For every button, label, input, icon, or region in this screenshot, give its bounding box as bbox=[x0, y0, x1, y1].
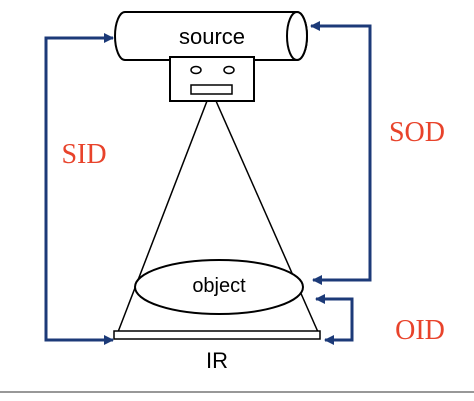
sid-arrow bbox=[44, 33, 114, 345]
object-label: object bbox=[192, 275, 246, 297]
oid-arrow bbox=[315, 294, 354, 345]
object-ellipse bbox=[134, 259, 304, 315]
sid-label: SID bbox=[61, 139, 106, 170]
collimator bbox=[169, 56, 255, 102]
sod-label: SOD bbox=[389, 117, 445, 148]
sod-arrow bbox=[310, 21, 372, 285]
source-label: source bbox=[179, 24, 245, 49]
image-receptor bbox=[113, 330, 321, 340]
oid-label: OID bbox=[395, 315, 445, 346]
receptor-label: IR bbox=[206, 348, 228, 373]
source-tube bbox=[114, 11, 308, 61]
